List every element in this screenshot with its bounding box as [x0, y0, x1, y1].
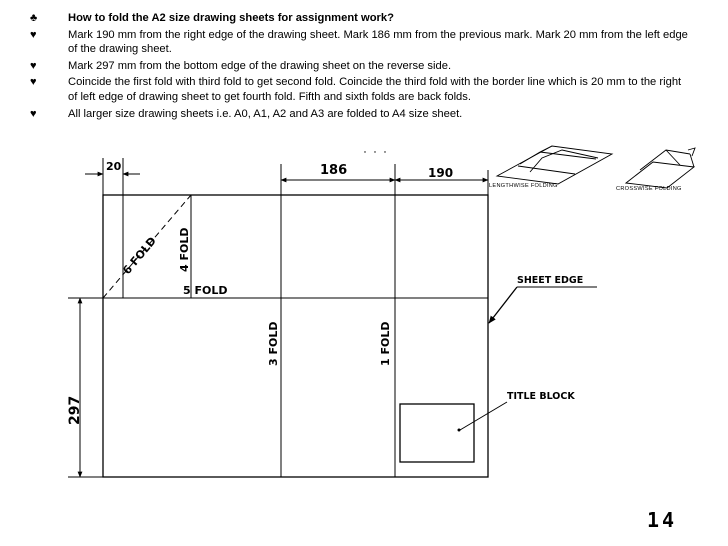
bullet-item: ♥ Coincide the first fold with third fol… — [30, 75, 690, 104]
dim-label-186: 186 — [320, 163, 347, 178]
bullet-text: How to fold the A2 size drawing sheets f… — [68, 12, 394, 24]
bullet-item: ♥ All larger size drawing sheets i.e. A0… — [30, 107, 690, 122]
stray-dot — [384, 151, 386, 153]
crosswise-label: CROSSWISE FOLDING — [616, 186, 682, 192]
fold-label-1: 1 FOLD — [379, 322, 392, 367]
fold-label-3: 3 FOLD — [267, 322, 280, 367]
fold-line-6 — [102, 194, 192, 299]
title-block-box — [399, 403, 475, 463]
fold-label-5: 5 FOLD — [183, 284, 228, 297]
sheet-edge-leader — [488, 286, 518, 324]
dim-label-190: 190 — [428, 166, 453, 180]
heart-bullet-icon: ♥ — [30, 107, 37, 120]
bullet-text: Mark 190 mm from the right edge of the d… — [68, 28, 688, 56]
title-block-dot — [457, 428, 461, 432]
bullet-item: ♥ Mark 297 mm from the bottom edge of th… — [30, 59, 690, 74]
instruction-list: ♣ How to fold the A2 size drawing sheets… — [30, 11, 690, 123]
fold-label-4: 4 FOLD — [178, 228, 191, 273]
club-bullet-icon: ♣ — [30, 12, 38, 24]
heart-bullet-icon: ♥ — [30, 28, 37, 41]
dim-label-20: 20 — [106, 160, 122, 173]
bullet-item: ♣ How to fold the A2 size drawing sheets… — [30, 11, 690, 26]
heart-bullet-icon: ♥ — [30, 76, 37, 89]
crosswise-folding-illustration — [624, 147, 696, 189]
stray-dot — [364, 151, 366, 153]
sheet-outline — [102, 194, 489, 478]
heart-bullet-icon: ♥ — [30, 59, 37, 72]
title-block-leader — [459, 401, 508, 431]
sheet-edge-label: SHEET EDGE — [517, 275, 583, 286]
bullet-item: ♥ Mark 190 mm from the right edge of the… — [30, 28, 690, 57]
bullet-text: All larger size drawing sheets i.e. A0, … — [68, 107, 463, 120]
dim-label-297: 297 — [67, 396, 83, 425]
lengthwise-label: LENGTHWISE FOLDING — [489, 183, 558, 189]
bullet-text: Mark 297 mm from the bottom edge of the … — [68, 59, 452, 72]
lengthwise-folding-illustration — [495, 145, 614, 185]
bullet-text: Coincide the first fold with third fold … — [68, 76, 682, 103]
fold-label-6: 6 FOLD — [120, 234, 159, 276]
page-number: 14 — [647, 508, 678, 532]
stray-dot — [374, 151, 376, 153]
title-block-label: TITLE BLOCK — [507, 391, 575, 402]
